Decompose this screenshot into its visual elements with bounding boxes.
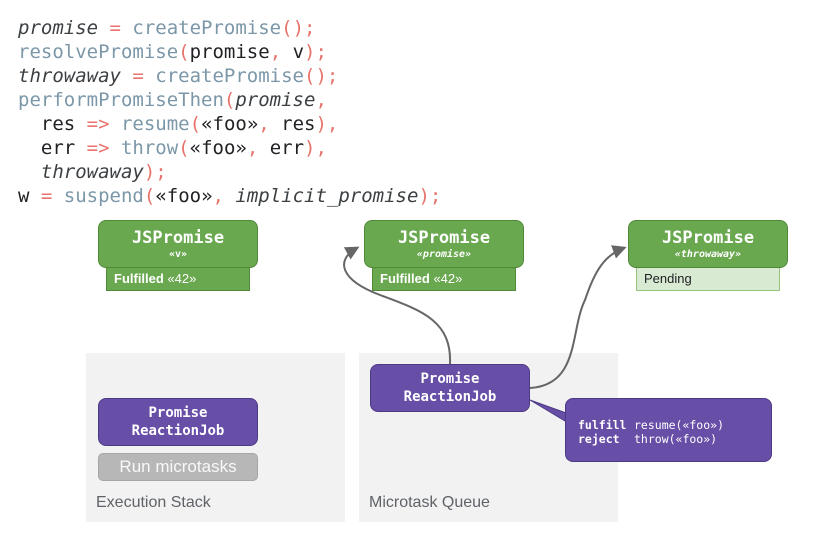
promise-header: JSPromise «promise»: [364, 220, 524, 268]
code-token: implicit_promise: [235, 185, 419, 207]
promise-name: «promise»: [416, 249, 472, 260]
code-token: (: [223, 89, 236, 111]
execution-stack-label: Execution Stack: [96, 494, 211, 511]
code-token: createPromise: [132, 17, 282, 39]
code-token: err: [269, 137, 305, 159]
code-line: resolvePromise(promise, v);: [18, 40, 441, 64]
code-token: «foo»: [189, 137, 247, 159]
code-token: =: [98, 17, 133, 39]
code-token: promise: [18, 17, 99, 39]
code-token: err: [18, 137, 76, 159]
promise-state: Pending: [636, 267, 780, 291]
code-token: ),: [304, 137, 327, 159]
code-token: res: [281, 113, 316, 135]
code-token: resume: [120, 113, 190, 135]
code-token: ();: [304, 65, 339, 87]
promise-name: «v»: [168, 249, 188, 260]
code-token: promise: [189, 41, 270, 63]
code-line: performPromiseThen(promise,: [18, 88, 441, 112]
code-token: resolvePromise: [18, 41, 179, 63]
code-token: suspend: [63, 185, 144, 207]
code-line: res => resume(«foo», res),: [18, 112, 441, 136]
code-token: =>: [75, 113, 121, 135]
code-line: promise = createPromise();: [18, 16, 441, 40]
code-token: v: [292, 41, 305, 63]
arrow-job-to-throwaway: [529, 245, 627, 389]
code-token: performPromiseThen: [18, 89, 224, 111]
code-token: ();: [281, 17, 316, 39]
promise-v[interactable]: JSPromise «v» Fulfilled «42»: [98, 220, 258, 291]
code-token: «foo»: [155, 185, 213, 207]
code-token: ),: [315, 113, 339, 135]
code-token: );: [418, 185, 442, 207]
code-line: w = suspend(«foo», implicit_promise);: [18, 184, 441, 208]
execution-stack-reaction-job[interactable]: Promise ReactionJob: [98, 398, 258, 446]
code-token: ,: [269, 41, 293, 63]
promise-throwaway[interactable]: JSPromise «throwaway» Pending: [628, 220, 788, 291]
code-line: throwaway = createPromise();: [18, 64, 441, 88]
code-token: );: [304, 41, 327, 63]
code-token: promise: [235, 89, 316, 111]
code-token: ,: [246, 137, 270, 159]
microtask-queue-label: Microtask Queue: [369, 494, 490, 511]
code-token: (: [178, 137, 190, 159]
code-token: throwaway: [18, 65, 121, 87]
code-token: (: [178, 41, 190, 63]
promise-state: Fulfilled «42»: [372, 267, 516, 291]
code-token: =: [120, 65, 156, 87]
microtask-queue-reaction-job[interactable]: Promise ReactionJob: [370, 364, 530, 412]
code-token: (: [189, 113, 202, 135]
code-token: w: [18, 185, 30, 207]
code-token: ,: [315, 89, 327, 111]
code-line: throwaway);: [18, 160, 441, 184]
code-token: throwaway: [40, 161, 144, 183]
promise-header: JSPromise «throwaway»: [628, 220, 788, 268]
code-token: ,: [212, 185, 236, 207]
arrow-job-to-promise: [343, 246, 452, 365]
code-token: res: [18, 113, 76, 135]
code-token: );: [143, 161, 167, 183]
run-microtasks-frame[interactable]: Run microtasks: [98, 453, 258, 481]
code-token: createPromise: [155, 65, 304, 87]
code-token: throw: [120, 137, 179, 159]
promise-promise[interactable]: JSPromise «promise» Fulfilled «42»: [364, 220, 524, 291]
code-token: =: [29, 185, 64, 207]
code-token: =>: [75, 137, 121, 159]
code-token: ,: [258, 113, 282, 135]
promise-header: JSPromise «v»: [98, 220, 258, 268]
code-token: «foo»: [201, 113, 259, 135]
code-block: promise = createPromise();resolvePromise…: [18, 16, 441, 208]
promise-state: Fulfilled «42»: [106, 267, 250, 291]
promise-name: «throwaway»: [674, 249, 742, 260]
code-line: err => throw(«foo», err),: [18, 136, 441, 160]
code-token: (: [143, 185, 156, 207]
